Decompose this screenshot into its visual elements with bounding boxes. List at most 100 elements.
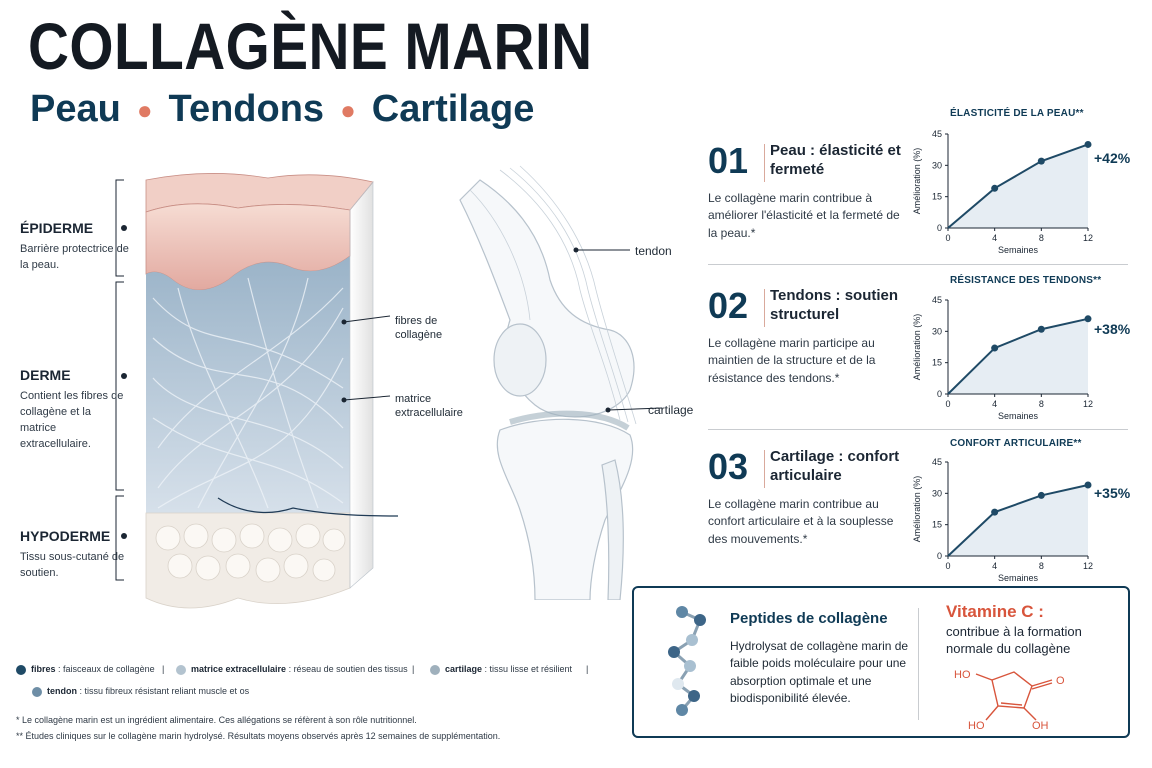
- chart-x-tick-label: 4: [992, 399, 997, 409]
- chart-y-tick-label: 15: [932, 192, 942, 202]
- layer-hypoderme: HYPODERME Tissu sous-cutané de soutien.: [20, 528, 130, 582]
- legend-term: matrice extracellulaire: [191, 664, 287, 674]
- chart-x-tick-label: 8: [1039, 399, 1044, 409]
- callout-fibres: fibres de collagène: [395, 315, 443, 342]
- legend-item-tendon: tendon : tissu fibreux résistant reliant…: [32, 686, 249, 697]
- legend-desc: : tissu fibreux résistant reliant muscle…: [77, 686, 250, 696]
- legend-desc: : réseau de soutien des tissus: [286, 664, 408, 674]
- chart-y-tick-label: 15: [932, 358, 942, 368]
- chart-title-cartilage: CONFORT ARTICULAIRE**: [950, 438, 1082, 449]
- legend-term: cartilage: [445, 664, 483, 674]
- row-separator: [708, 264, 1128, 265]
- chart-x-tick-label: 0: [945, 399, 950, 409]
- chart-point: [1037, 491, 1045, 499]
- skin-cross-section-illustration: [145, 173, 399, 609]
- chart-end-label-tendons: +38%: [1094, 321, 1131, 337]
- chart-x-tick-label: 12: [1083, 233, 1093, 243]
- skin-callout-lines: [341, 315, 391, 403]
- legend-term: fibres: [31, 664, 56, 674]
- chart-x-label: Semaines: [998, 573, 1039, 583]
- molecule-label-o: O: [1056, 675, 1065, 687]
- subtitle-cartilage: Cartilage: [371, 88, 535, 130]
- chart-y-tick-label: 45: [932, 457, 942, 467]
- chart-x-tick-label: 0: [945, 561, 950, 571]
- legend-separator: |: [586, 664, 589, 674]
- footnote-1: * Le collagène marin est un ingrédient a…: [16, 715, 417, 725]
- callout-cartilage: cartilage: [648, 403, 694, 417]
- chart-y-tick-label: 0: [937, 389, 942, 399]
- chart-x-tick-label: 4: [992, 561, 997, 571]
- legend-item-fibres: fibres : faisceaux de collagène: [16, 664, 155, 675]
- layer-hypoderme-name: HYPODERME: [20, 528, 111, 544]
- legend-desc: : faisceaux de collagène: [55, 664, 155, 674]
- row-divider: [764, 144, 765, 182]
- layer-epiderme-name: ÉPIDERME: [20, 220, 94, 236]
- chart-x-label: Semaines: [998, 411, 1039, 421]
- chart-y-label: Amélioration (%): [912, 476, 922, 543]
- page-subtitle: Peau●Tendons●Cartilage: [30, 88, 534, 131]
- legend-term: tendon: [47, 686, 77, 696]
- row-title: Peau : élasticité et fermeté: [770, 142, 901, 178]
- molecule-label-oh: OH: [1032, 720, 1049, 732]
- chart-x-tick-label: 4: [992, 233, 997, 243]
- row-description: Le collagène marin contribue à améliorer…: [708, 191, 900, 240]
- chart-x-tick-label: 12: [1083, 399, 1093, 409]
- box-divider: [918, 608, 919, 720]
- chart-point: [1037, 325, 1045, 333]
- chart-point: [1084, 140, 1092, 148]
- molecule-label-ho-top: HO: [954, 669, 971, 681]
- chart-y-label: Amélioration (%): [912, 314, 922, 381]
- chart-point: [1037, 157, 1045, 165]
- row-title: Tendons : soutien structurel: [770, 287, 899, 323]
- chart-y-tick-label: 0: [937, 551, 942, 561]
- row-divider: [764, 450, 765, 488]
- chart-y-tick-label: 30: [932, 326, 942, 336]
- knee-joint-illustration: [459, 165, 663, 600]
- molecule-label-ho-bottom: HO: [968, 720, 985, 732]
- row-title: Cartilage : confort articulaire: [770, 448, 900, 484]
- callout-tendon: tendon: [635, 244, 672, 258]
- row-number: 01: [708, 140, 749, 181]
- legend-separator: |: [162, 664, 165, 674]
- chart-area: [948, 144, 1088, 228]
- chart-y-label: Amélioration (%): [912, 148, 922, 215]
- legend-swatch: [32, 686, 42, 697]
- chart-x-tick-label: 12: [1083, 561, 1093, 571]
- layer-epiderme-desc: Barrière protectrice de la peau.: [20, 243, 129, 271]
- chart-point: [991, 508, 999, 516]
- chart-x-tick-label: 0: [945, 233, 950, 243]
- legend-separator: |: [412, 664, 415, 674]
- layer-derme-desc: Contient les fibres de collagène et la m…: [20, 390, 124, 450]
- legend-desc: : tissu lisse et résilient: [482, 664, 573, 674]
- layer-epiderme: ÉPIDERME Barrière protectrice de la peau…: [20, 220, 130, 274]
- subtitle-peau: Peau: [30, 88, 121, 130]
- legend-item-cartilage: cartilage : tissu lisse et résilient: [430, 664, 572, 675]
- chart-x-label: Semaines: [998, 245, 1039, 255]
- bullet-dot: ●: [340, 95, 356, 126]
- chart-end-label-peau: +42%: [1094, 150, 1131, 166]
- peptide-chain-icon: [668, 606, 706, 716]
- legend-swatch: [176, 664, 186, 675]
- chart-point: [1084, 481, 1092, 489]
- chart-y-tick-label: 30: [932, 488, 942, 498]
- chart-end-label-cartilage: +35%: [1094, 485, 1131, 501]
- row-description: Le collagène marin participe au maintien…: [708, 336, 876, 385]
- chart-area: [948, 484, 1088, 556]
- vitamin-c-title: Vitamine C :: [946, 602, 1044, 621]
- legend-swatch: [16, 664, 26, 675]
- chart-y-tick-label: 45: [932, 295, 942, 305]
- vitamin-c-description: contribue à la formation normale du coll…: [946, 624, 1082, 656]
- peptides-box: Peptides de collagène Hydrolysat de coll…: [632, 586, 1130, 738]
- legend-item-matrice: matrice extracellulaire : réseau de sout…: [176, 664, 408, 675]
- row-number: 03: [708, 446, 749, 487]
- chart-title-peau: ÉLASTICITÉ DE LA PEAU**: [950, 108, 1084, 119]
- peptides-description: Hydrolysat de collagène marin de faible …: [730, 639, 909, 706]
- chart-area: [948, 318, 1088, 394]
- row-number: 02: [708, 285, 749, 326]
- chart-line: [947, 143, 1089, 229]
- row-divider: [764, 289, 765, 327]
- footnote-2: ** Études cliniques sur le collagène mar…: [16, 731, 501, 741]
- chart-line: [947, 484, 1089, 557]
